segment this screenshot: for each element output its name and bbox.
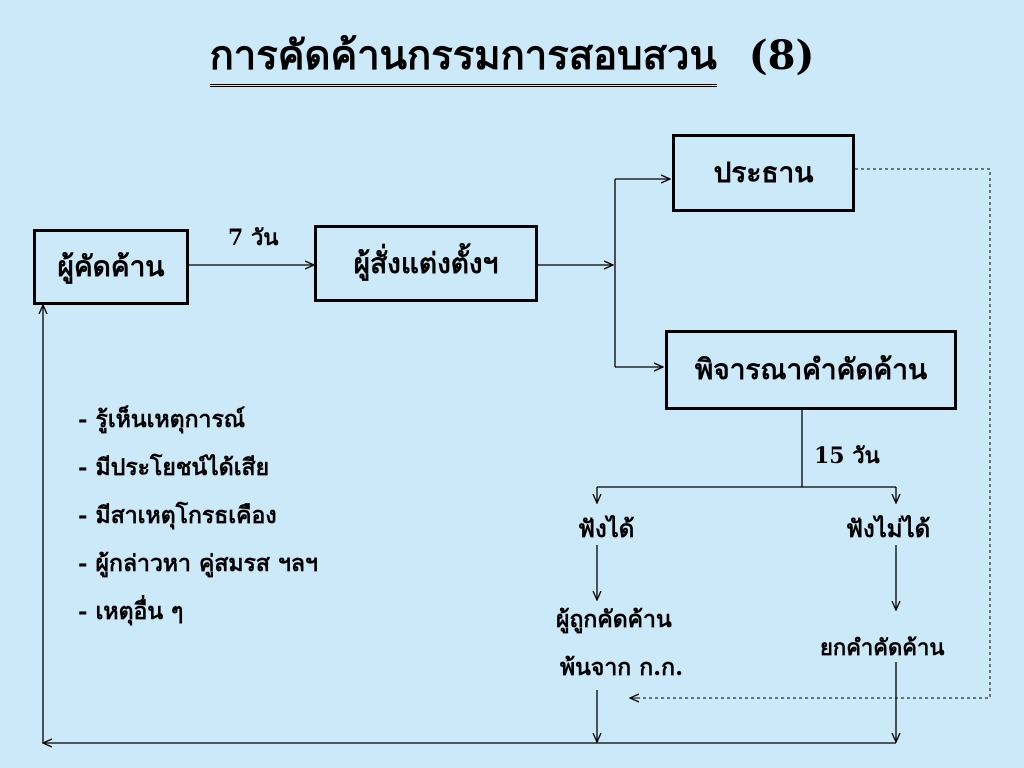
chairman-box: ประธาน	[672, 134, 855, 212]
duration-15-days: 15 วัน	[814, 443, 880, 469]
title-main: การคัดค้านกรรมการสอบสวน	[209, 30, 717, 87]
title-number: (8)	[748, 32, 815, 79]
slide-title: การคัดค้านกรรมการสอบสวน (8)	[0, 30, 1024, 87]
reason-item: - รู้เห็นเหตุการณ์	[78, 406, 246, 433]
consider-box: พิจารณาคำคัดค้าน	[665, 330, 957, 410]
reason-item: - ผู้กล่าวหา คู่สมรส ฯลฯ	[78, 550, 318, 577]
reason-item: - มีสาเหตุโกรธเคือง	[78, 502, 277, 529]
reason-item: - มีประโยชน์ได้เสีย	[78, 454, 270, 481]
chairman-label: ประธาน	[713, 156, 814, 189]
objector-label: ผู้คัดค้าน	[57, 250, 165, 283]
outcome-accepted: ฟังได้	[578, 514, 635, 543]
duration-7-days: 7 วัน	[228, 225, 279, 251]
objector-box: ผู้คัดค้าน	[33, 229, 189, 305]
objection-reasons-list: - รู้เห็นเหตุการณ์ - มีประโยชน์ได้เสีย -…	[78, 396, 318, 636]
outcome-removed-line1: ผู้ถูกคัดค้าน	[556, 606, 672, 633]
outcome-rejected: ฟังไม่ได้	[846, 514, 931, 543]
outcome-dismiss: ยกคำคัดค้าน	[820, 635, 945, 661]
dashed-chairman-loop	[632, 168, 991, 699]
appointer-label: ผู้สั่งแต่งตั้งฯ	[353, 246, 499, 280]
reason-item: - เหตุอื่น ๆ	[78, 598, 184, 625]
appointer-box: ผู้สั่งแต่งตั้งฯ	[314, 225, 538, 302]
outcome-removed-line2: พ้นจาก ก.ก.	[560, 654, 684, 681]
consider-label: พิจารณาคำคัดค้าน	[694, 353, 928, 386]
